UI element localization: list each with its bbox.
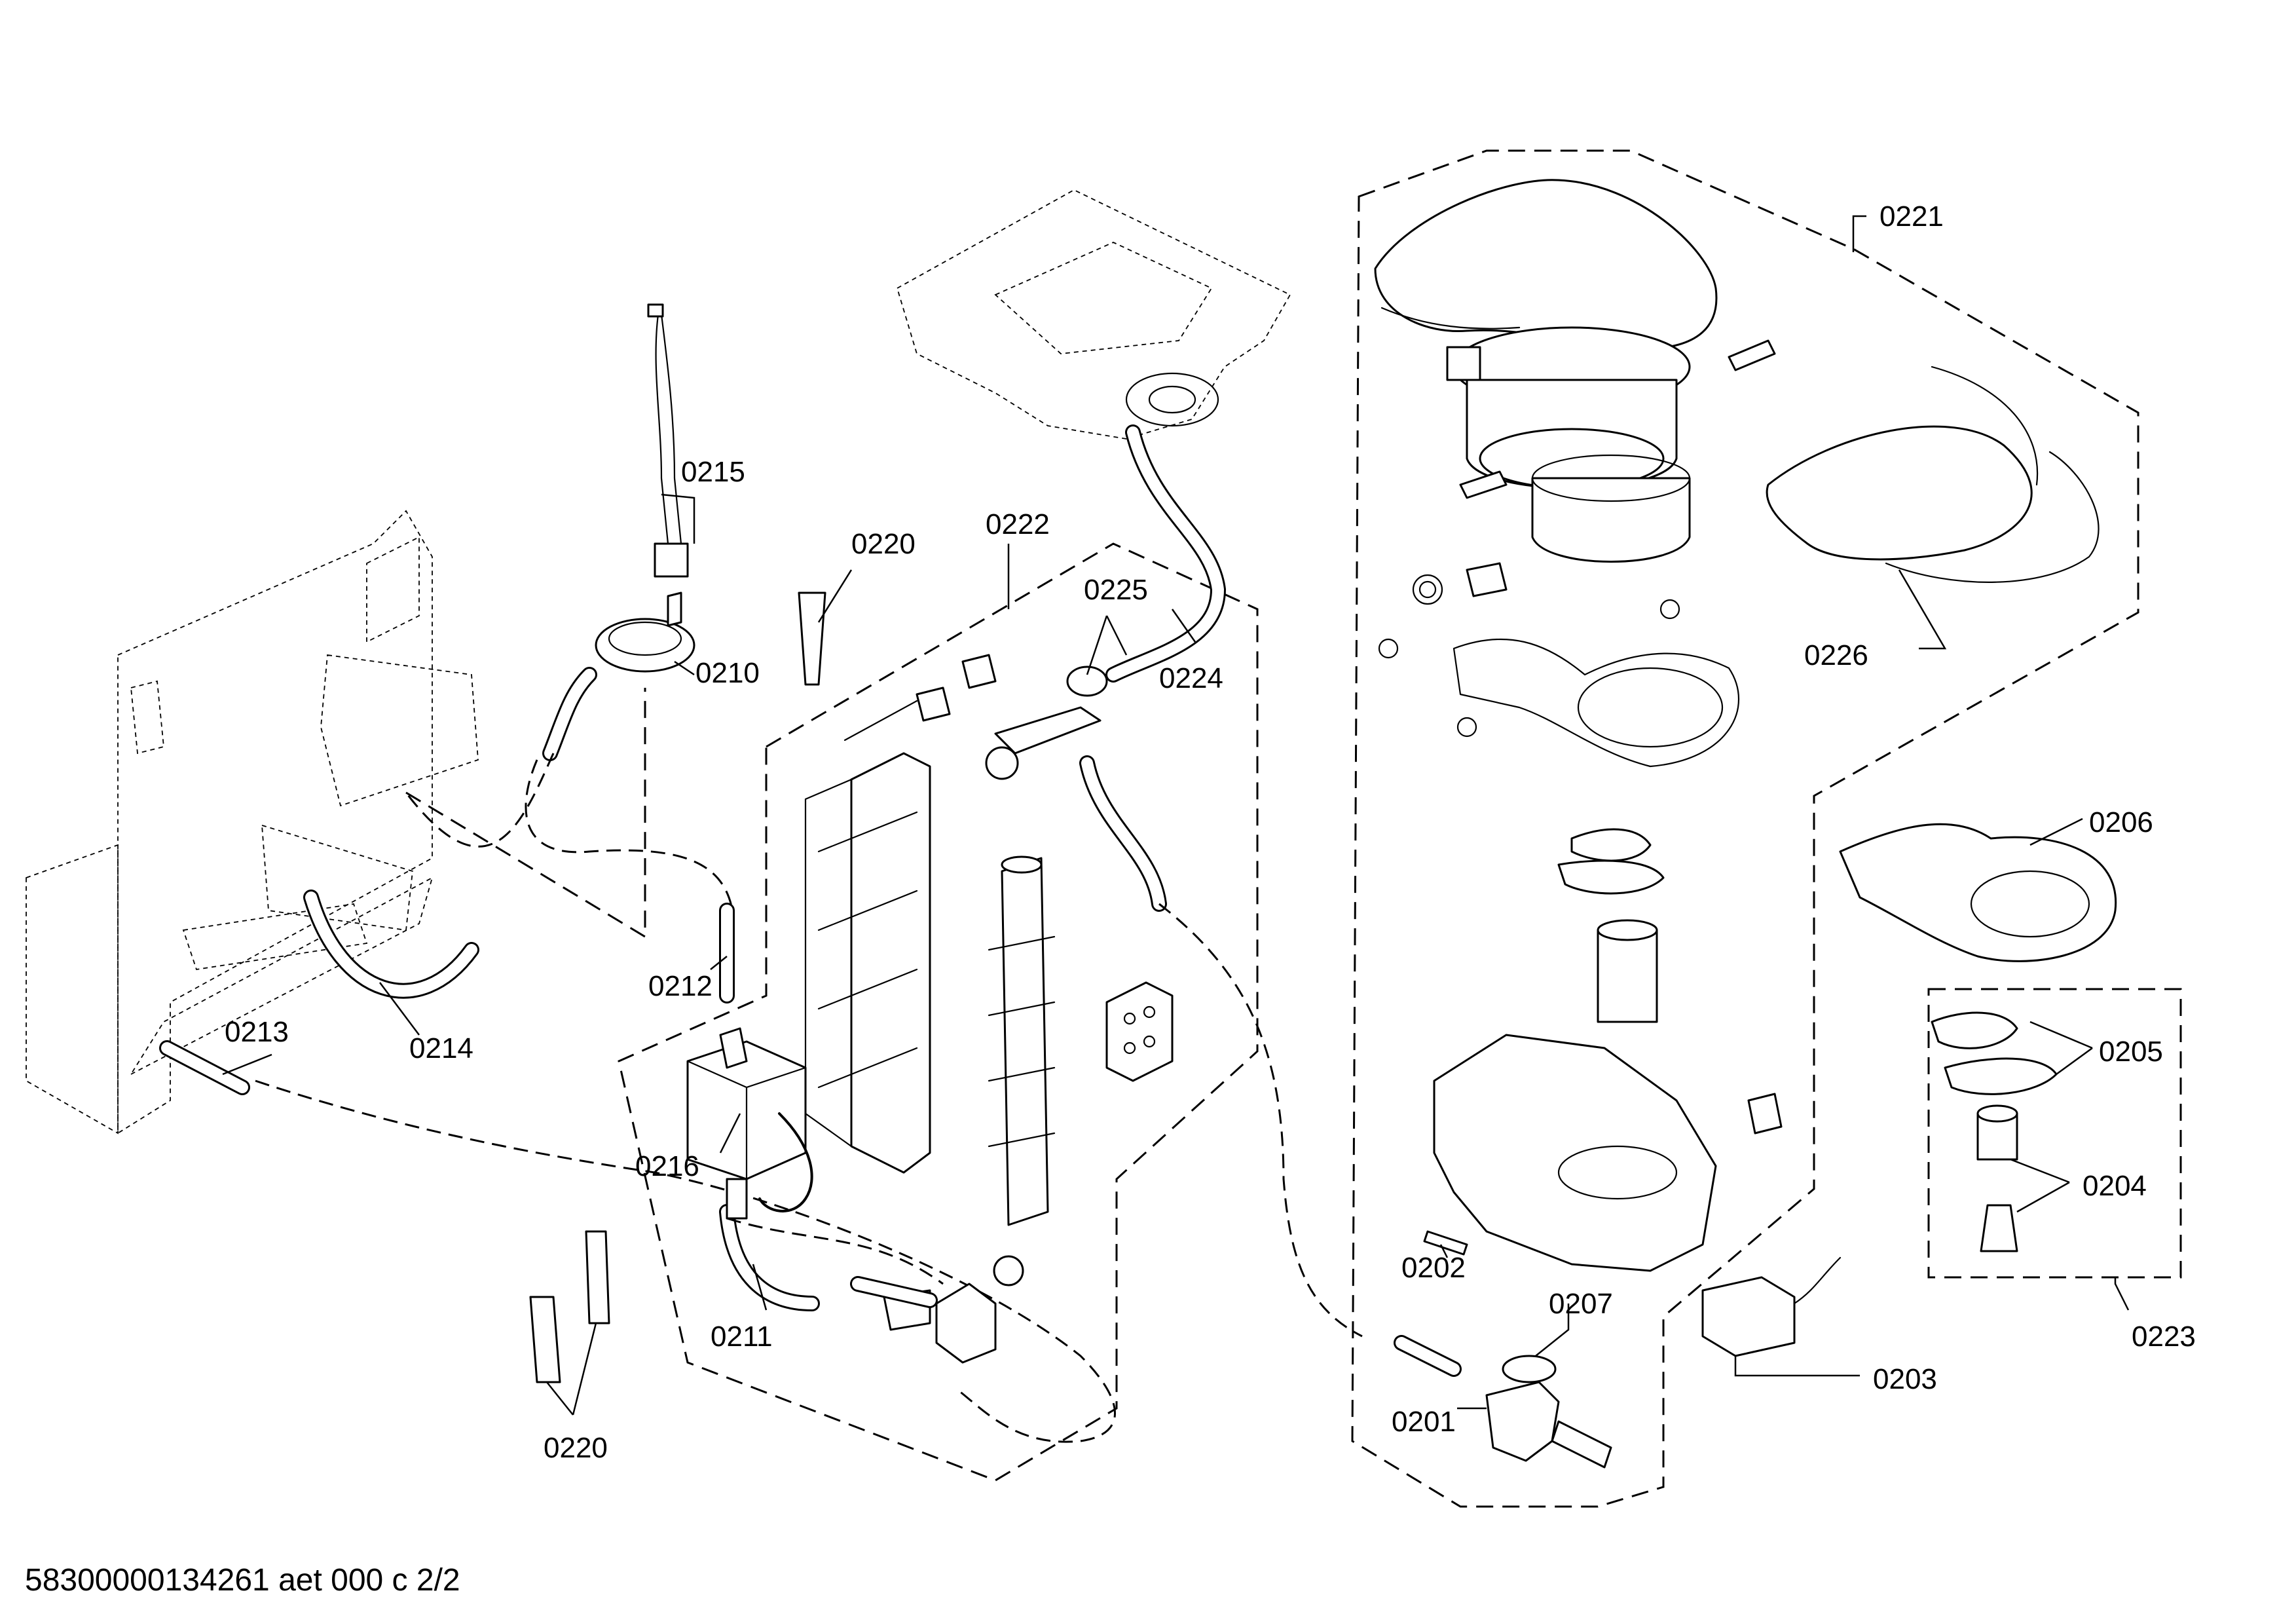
label-0226: 0226 (1804, 639, 1868, 671)
fittings-0220 (529, 591, 826, 1383)
group-borders (405, 149, 2182, 1508)
hoses (303, 424, 1227, 1311)
label-0221: 0221 (1879, 200, 1944, 233)
label-0224: 0224 (1159, 662, 1223, 694)
frame-parts (159, 303, 735, 1095)
label-0220-top: 0220 (851, 528, 916, 560)
valve-0211-area (850, 1255, 1024, 1364)
group-frame-border (405, 688, 646, 939)
bracket-0206 (1839, 823, 2117, 962)
label-0207: 0207 (1549, 1288, 1613, 1320)
label-0211: 0211 (711, 1321, 773, 1353)
grinder-cover (1374, 179, 1718, 350)
label-0216: 0216 (635, 1150, 699, 1182)
group-0223-border (1927, 988, 2182, 1279)
label-0202: 0202 (1401, 1252, 1466, 1284)
water-tank-base-ghost (896, 189, 1291, 440)
module-0203 (1701, 1276, 1796, 1357)
label-0214: 0214 (409, 1032, 473, 1064)
drawing-reference-number: 58300000134261 aet 000 c 2/2 (25, 1563, 460, 1598)
lower-right-parts (1394, 823, 2117, 1469)
pump-0216 (686, 1027, 813, 1220)
group-0221-border (1351, 149, 2139, 1508)
label-0213: 0213 (225, 1016, 289, 1048)
hose-routing-dashed (255, 753, 1363, 1443)
leader-lines (222, 215, 2130, 1416)
pump-mount-parts (804, 654, 1174, 1226)
brew-unit-housing (1433, 1034, 1717, 1272)
machine-frame-ghost (26, 510, 479, 1135)
label-0223: 0223 (2132, 1321, 2196, 1353)
group-0222-border (618, 542, 1259, 1482)
label-0204: 0204 (2083, 1170, 2147, 1202)
label-0222: 0222 (986, 508, 1050, 540)
label-0225: 0225 (1084, 574, 1148, 606)
label-0220-bottom: 0220 (544, 1432, 608, 1464)
part-labels: 0215 0210 0220 0222 0225 0224 0212 0213 … (225, 200, 2196, 1464)
brewing-unit-parts (1374, 179, 2100, 768)
label-0210: 0210 (695, 657, 760, 689)
label-0201: 0201 (1392, 1406, 1456, 1438)
curved-bracket-0226 (1766, 425, 2033, 561)
label-0203: 0203 (1873, 1363, 1937, 1395)
label-0215: 0215 (681, 456, 745, 488)
label-0205: 0205 (2099, 1036, 2163, 1068)
label-0206: 0206 (2089, 806, 2153, 838)
label-0212: 0212 (648, 970, 713, 1002)
mounting-rack (850, 752, 931, 1174)
